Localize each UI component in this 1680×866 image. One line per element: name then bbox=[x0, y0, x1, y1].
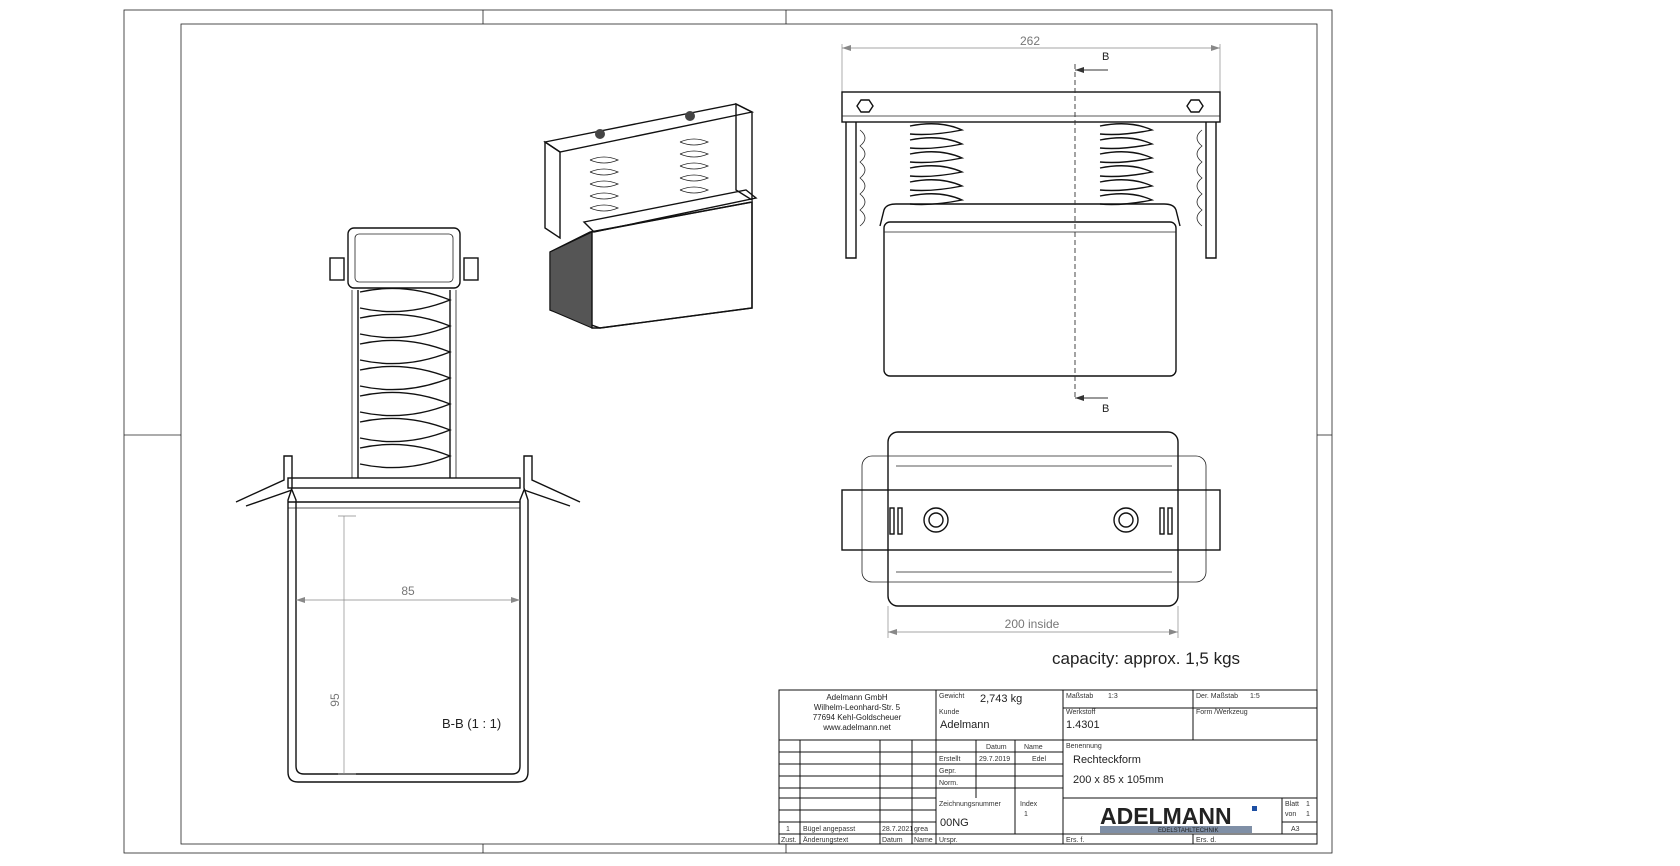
front-view bbox=[841, 44, 1221, 401]
sheet-value: 1 bbox=[1306, 801, 1310, 808]
sheet-frame bbox=[123, 9, 1333, 854]
created-label: Erstellt bbox=[939, 756, 960, 763]
weight-label: Gewicht bbox=[939, 693, 964, 700]
section-marker-top: B bbox=[1102, 51, 1109, 63]
company-street: Wilhelm-Leonhard-Str. 5 bbox=[814, 703, 901, 712]
rev-header-date: Datum bbox=[882, 837, 903, 844]
iso-springs bbox=[589, 138, 710, 212]
section-marker-bottom: B bbox=[1102, 403, 1109, 415]
checked-label: Gepr. bbox=[939, 768, 956, 775]
designation-label: Benennung bbox=[1066, 743, 1102, 750]
scale-value: 1:3 bbox=[1108, 693, 1118, 700]
title-block: ADELMANN bbox=[778, 689, 1318, 845]
created-date: 29.7.2019 bbox=[979, 756, 1010, 763]
sheet-label: Blatt bbox=[1285, 801, 1299, 808]
company-name: Adelmann GmbH bbox=[826, 693, 888, 702]
front-springs bbox=[909, 123, 1155, 206]
material-value: 1.4301 bbox=[1066, 719, 1100, 731]
rev-header-change: Änderungstext bbox=[803, 836, 848, 844]
replaced-for-label: Ers. d. bbox=[1196, 837, 1216, 844]
section-view bbox=[235, 227, 581, 783]
front-width-dimension: 262 bbox=[1020, 34, 1040, 48]
logo-wordmark: ADELMANN bbox=[1100, 803, 1232, 829]
rev-header-name: Name bbox=[914, 837, 933, 844]
section-height-dimension: 95 bbox=[328, 693, 342, 707]
der-scale-value: 1:5 bbox=[1250, 693, 1260, 700]
spring bbox=[359, 287, 452, 469]
name-column-header: Name bbox=[1024, 744, 1043, 751]
customer-value: Adelmann bbox=[940, 719, 990, 731]
replaced-by-label: Ers. f. bbox=[1066, 837, 1084, 844]
logo-subtitle: EDELSTAHLTECHNIK bbox=[1158, 828, 1218, 834]
top-width-dimension: 200 inside bbox=[1005, 617, 1060, 631]
index-value: 1 bbox=[1024, 811, 1028, 818]
section-width-dimension: 85 bbox=[401, 584, 415, 598]
revision-text: Bügel angepasst bbox=[803, 826, 855, 833]
created-name: Edel bbox=[1032, 756, 1046, 763]
weight-value: 2,743 kg bbox=[980, 693, 1022, 705]
company-city: 77694 Kehl-Goldscheuer bbox=[813, 713, 902, 722]
capacity-note: capacity: approx. 1,5 kgs bbox=[1052, 649, 1240, 668]
designation-line-1: Rechteckform bbox=[1073, 754, 1141, 766]
date-column-header: Datum bbox=[986, 744, 1007, 751]
material-label: Werkstoff bbox=[1066, 709, 1095, 716]
rev-header-zust: Zust. bbox=[781, 837, 797, 844]
top-view bbox=[841, 431, 1221, 638]
revision-date: 28.7.2021 bbox=[882, 826, 913, 833]
designation-line-2: 200 x 85 x 105mm bbox=[1073, 774, 1164, 786]
norm-label: Norm. bbox=[939, 780, 958, 787]
tool-label: Form /Werkzeug bbox=[1196, 709, 1248, 716]
der-scale-label: Der. Maßstab bbox=[1196, 693, 1238, 700]
of-value: 1 bbox=[1306, 811, 1310, 818]
isometric-view bbox=[543, 102, 758, 329]
company-web: www.adelmann.net bbox=[822, 723, 891, 732]
drawing-number-label: Zeichnungsnummer bbox=[939, 801, 1002, 808]
scale-label: Maßstab bbox=[1066, 693, 1093, 700]
customer-label: Kunde bbox=[939, 709, 959, 716]
paper-format: A3 bbox=[1291, 826, 1300, 833]
replaces-label: Urspr. bbox=[939, 837, 958, 844]
revision-number: 1 bbox=[786, 826, 790, 833]
drawing-number-value: 00NG bbox=[940, 817, 969, 829]
index-label: Index bbox=[1020, 801, 1038, 808]
revision-name: grea bbox=[914, 826, 928, 833]
of-label: von bbox=[1285, 811, 1296, 818]
section-view-label: B-B (1 : 1) bbox=[442, 716, 501, 731]
